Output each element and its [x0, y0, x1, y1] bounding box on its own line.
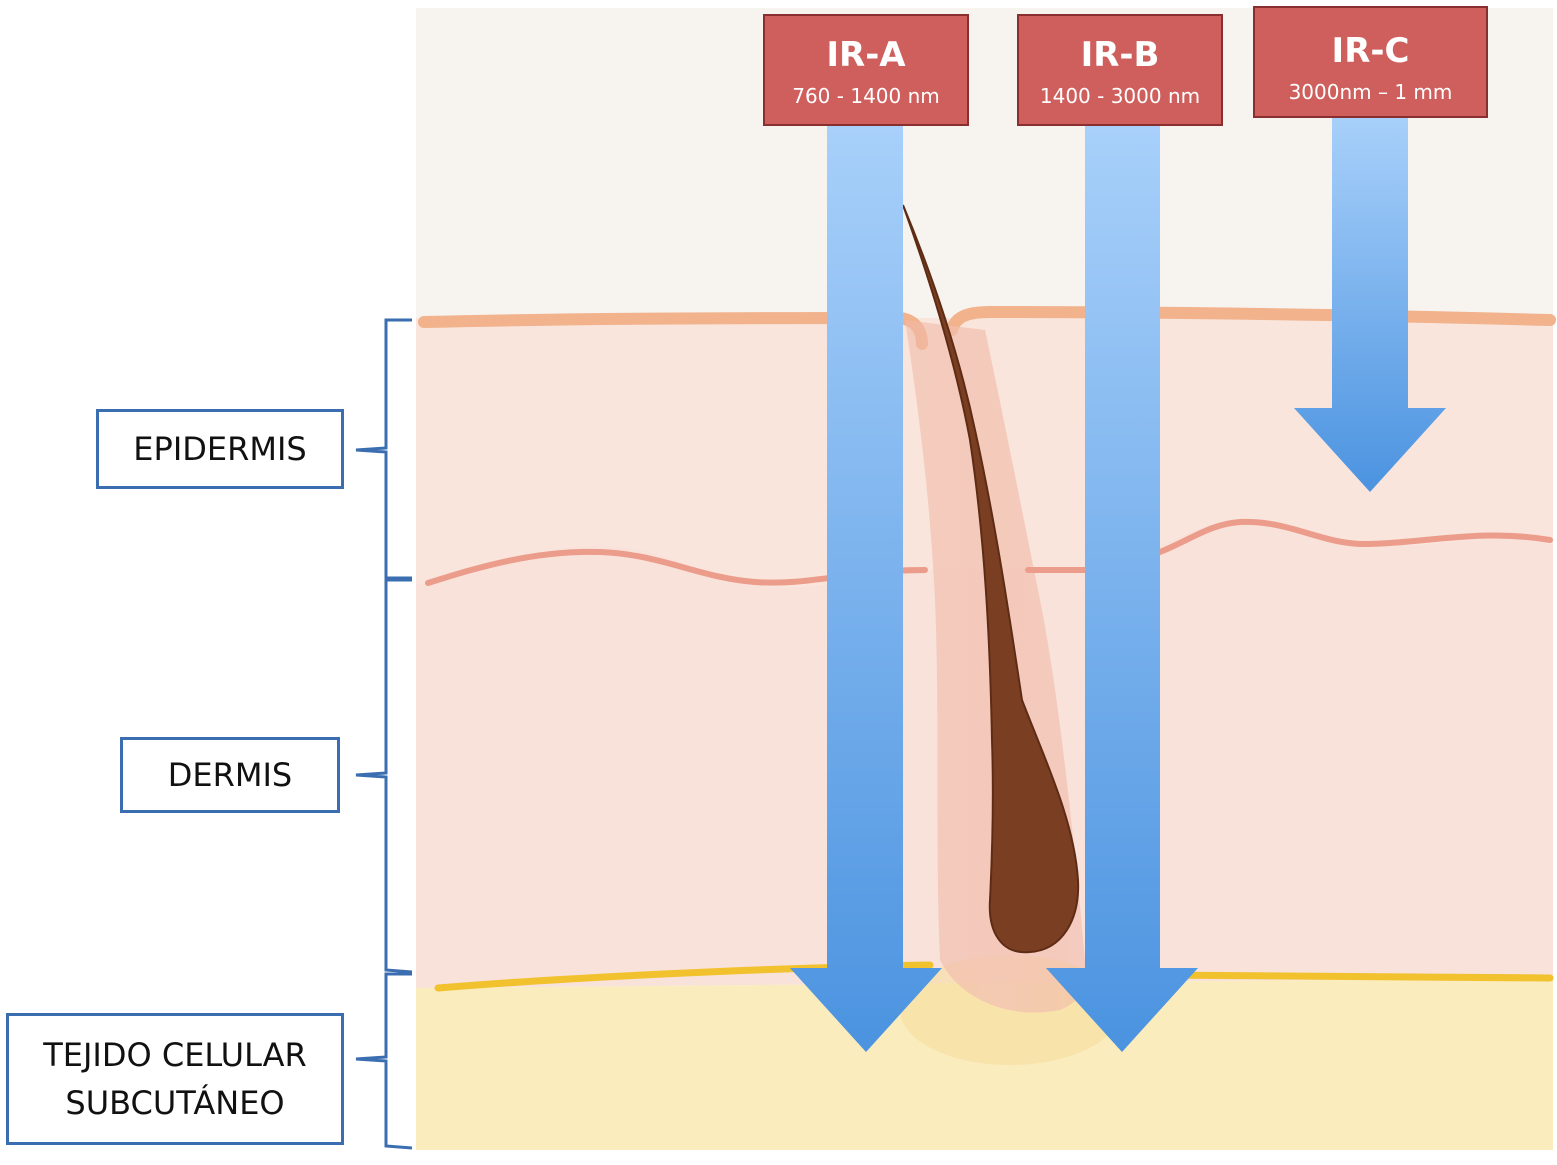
ir-a-title: IR-A — [826, 35, 906, 75]
dermis-hypodermis-line-right — [1146, 971, 1554, 982]
epidermis-text: EPIDERMIS — [133, 430, 307, 468]
ir-b-arrow — [1046, 122, 1198, 1052]
ir-b-range: 1400 - 3000 nm — [1039, 84, 1201, 108]
dermoepidermal-junction-right — [1025, 518, 1553, 573]
subcutaneous-layer — [416, 978, 1553, 1150]
subcutaneous-text-line2: SUBCUTÁNEO — [65, 1084, 285, 1122]
epidermis-label: EPIDERMIS — [96, 409, 344, 489]
subcutaneous-label: TEJIDO CELULAR SUBCUTÁNEO — [6, 1013, 344, 1145]
ir-c-range: 3000nm – 1 mm — [1288, 80, 1453, 104]
dermis-bracket — [355, 578, 413, 974]
ir-c-box: IR-C 3000nm – 1 mm — [1253, 6, 1488, 118]
skin-surface-line-right — [946, 305, 1556, 336]
subcutaneous-bracket — [355, 972, 413, 1150]
hair-shaft — [902, 204, 1080, 954]
epidermis-bracket — [355, 318, 412, 580]
ir-b-box: IR-B 1400 - 3000 nm — [1017, 14, 1223, 126]
ir-a-box: IR-A 760 - 1400 nm — [763, 14, 969, 126]
dermis-label: DERMIS — [120, 737, 340, 813]
ir-a-range: 760 - 1400 nm — [792, 84, 940, 108]
ir-b-title: IR-B — [1080, 35, 1160, 75]
ir-c-arrow — [1294, 116, 1446, 492]
ir-c-title: IR-C — [1331, 31, 1410, 71]
subcutaneous-text-line1: TEJIDO CELULAR — [43, 1036, 307, 1074]
dermis-text: DERMIS — [167, 756, 293, 794]
ir-a-arrow — [790, 122, 942, 1052]
